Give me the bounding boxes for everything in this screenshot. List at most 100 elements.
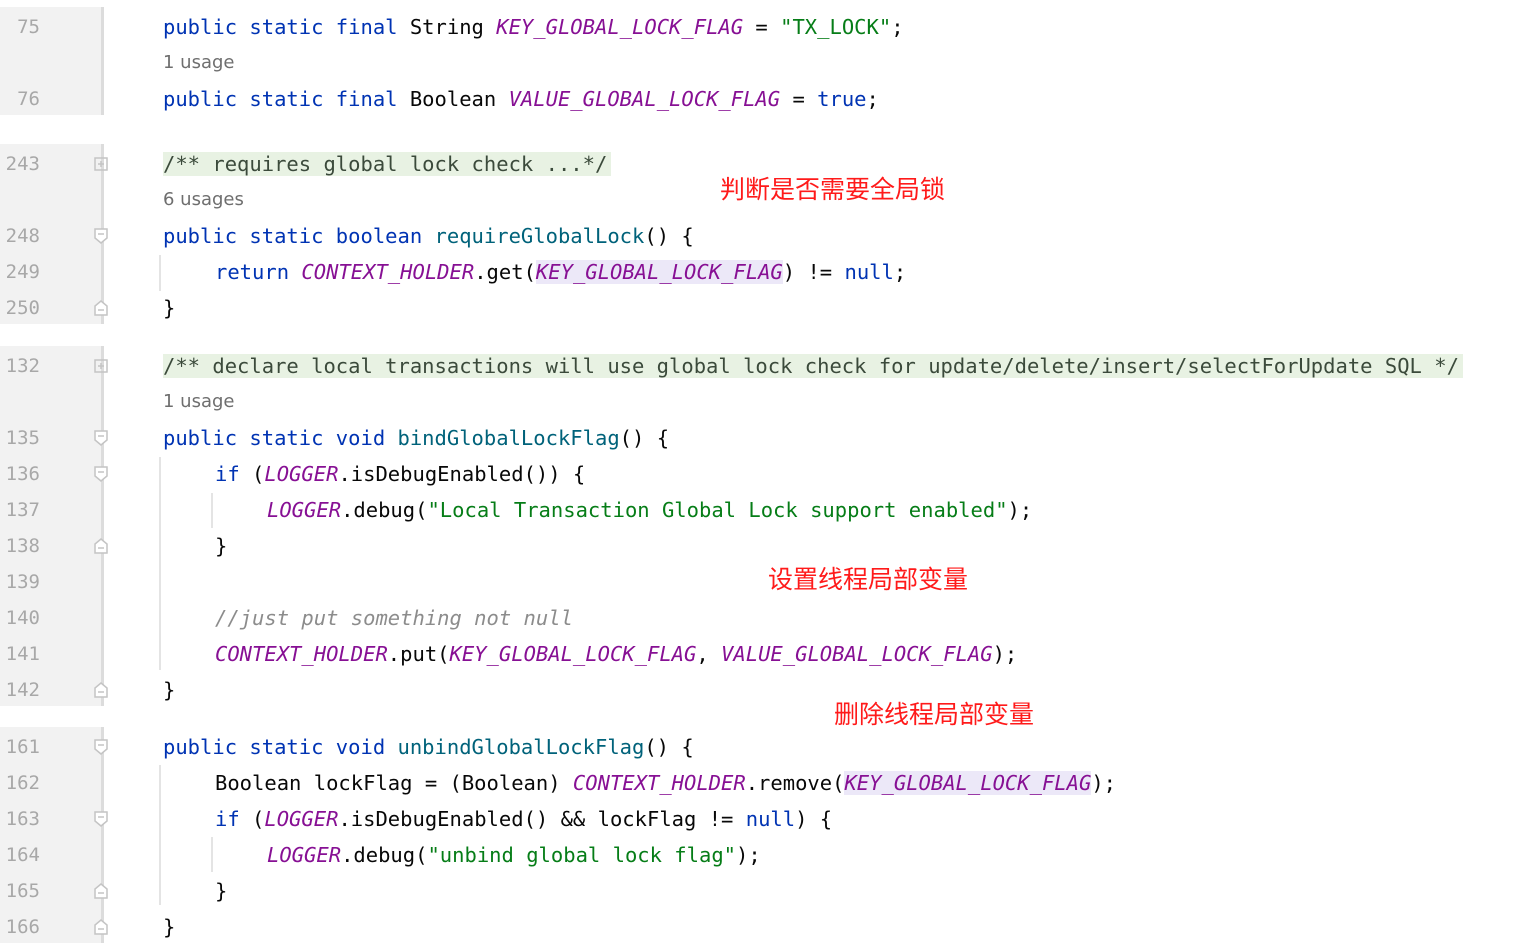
code-text: //just put something not null [215,600,573,636]
code-line[interactable]: 132 /** declare local transactions will u… [0,348,1530,384]
code-text: CONTEXT_HOLDER.put(KEY_GLOBAL_LOCK_FLAG,… [215,636,1017,672]
code-token: ; [891,15,904,39]
code-text: public static void bindGlobalLockFlag() … [163,420,669,456]
fold-collapse-icon[interactable] [94,228,108,244]
fold-end-icon[interactable] [94,883,108,899]
code-text: /** declare local transactions will use … [163,348,1463,384]
code-text: LOGGER.debug("unbind global lock flag"); [267,837,761,873]
keyword: if [215,462,253,486]
keyword: public static void [163,735,398,759]
keyword: public static void [163,426,398,450]
code-text: } [163,290,175,326]
fold-end-icon[interactable] [94,682,108,698]
line-number: 138 [5,535,40,557]
usage-count-link[interactable]: 1 usage [163,391,235,412]
code-text: if (LOGGER.isDebugEnabled()) { [215,456,585,492]
constant: VALUE_GLOBAL_LOCK_FLAG [508,87,781,111]
string-literal: "unbind global lock flag" [427,843,737,867]
code-line[interactable]: 164 LOGGER.debug("unbind global lock flag… [0,837,1530,873]
code-token: .remove( [745,771,845,795]
constant: KEY_GLOBAL_LOCK_FLAG [496,15,744,39]
line-number: 163 [5,808,40,830]
code-line[interactable]: 166} [0,909,1530,945]
code-text: } [163,672,175,708]
usage-count-link[interactable]: 1 usage [163,52,235,73]
indent-guide [211,493,213,528]
code-line[interactable]: 138} [0,528,1530,564]
fold-collapse-icon[interactable] [94,466,108,482]
line-number: 139 [5,571,40,593]
fold-expand-icon[interactable] [94,358,108,373]
method-name: bindGlobalLockFlag [397,426,620,450]
method-name: requireGlobalLock [434,224,645,248]
code-line[interactable]: 141 CONTEXT_HOLDER.put(KEY_GLOBAL_LOCK_FL… [0,636,1530,672]
constant: LOGGER [264,807,339,831]
code-text: } [215,873,227,909]
code-token: .put( [387,642,450,666]
usage-count-link[interactable]: 6 usages [163,189,244,210]
line-number: 141 [5,643,40,665]
code-token: = [743,15,781,39]
line-number: 136 [5,463,40,485]
code-token: } [163,296,176,320]
code-text: } [163,909,175,945]
code-token: ( [252,807,265,831]
code-line[interactable]: 250} [0,290,1530,326]
doc-comment[interactable]: /** declare local transactions will use … [163,354,1463,378]
doc-comment[interactable]: /** requires global lock check ...*/ [163,152,612,176]
code-line[interactable]: 139 [0,564,1530,600]
code-text: return CONTEXT_HOLDER.get(KEY_GLOBAL_LOC… [215,254,906,290]
fold-collapse-icon[interactable] [94,430,108,446]
usage-hint[interactable]: 1 usage [0,45,1530,81]
keyword: true [817,87,867,111]
line-number: 166 [5,916,40,938]
code-text: Boolean lockFlag = (Boolean) CONTEXT_HOL… [215,765,1116,801]
code-line[interactable]: 140 //just put something not null [0,600,1530,636]
usage-hint[interactable]: 6 usages [0,182,1530,218]
code-line[interactable]: 142} [0,672,1530,708]
fold-end-icon[interactable] [94,919,108,935]
indent-guide [159,457,161,670]
code-token: , [696,642,722,666]
string-literal: "Local Transaction Global Lock support e… [427,498,1008,522]
constant: LOGGER [267,498,342,522]
code-token: ) { [795,807,833,831]
code-line[interactable]: 165} [0,873,1530,909]
code-token: ); [1007,498,1033,522]
code-token: .debug( [341,843,428,867]
fold-collapse-icon[interactable] [94,811,108,827]
keyword: public static final [163,15,410,39]
usage-hint[interactable]: 1 usage [0,384,1530,420]
code-token: } [215,534,228,558]
constant: LOGGER [264,462,339,486]
line-number: 132 [5,355,40,377]
constant: KEY_GLOBAL_LOCK_FLAG [535,260,783,284]
indent-guide [159,765,161,905]
fold-collapse-icon[interactable] [94,739,108,755]
code-line[interactable]: 243/** requires global lock check ...*/ [0,146,1530,182]
line-number: 140 [5,607,40,629]
method-name: unbindGlobalLockFlag [397,735,645,759]
line-number: 164 [5,844,40,866]
annotation-set-thread-local: 设置线程局部变量 [768,565,969,594]
keyword: if [215,807,253,831]
keyword: return [215,260,302,284]
fold-end-icon[interactable] [94,300,108,316]
keyword: null [844,260,894,284]
code-line[interactable]: 136 if (LOGGER.isDebugEnabled()) { [0,456,1530,492]
code-text: /** requires global lock check ...*/ [163,146,612,182]
code-token: () { [644,224,694,248]
code-token: .get( [474,260,536,284]
code-token: ); [1091,771,1116,795]
fold-end-icon[interactable] [94,538,108,554]
fold-expand-icon[interactable] [94,156,108,171]
